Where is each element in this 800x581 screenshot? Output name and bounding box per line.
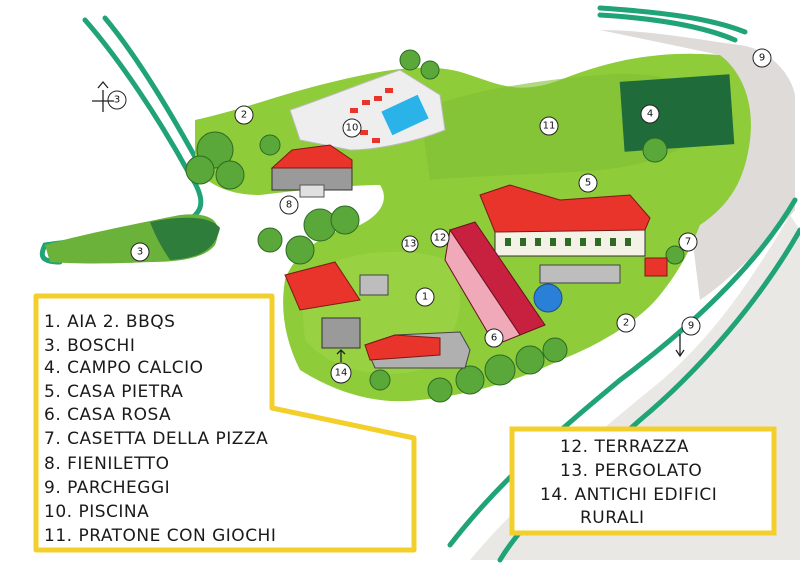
marker-13: 13 (401, 235, 419, 253)
farmhouse-top-left (270, 144, 353, 191)
svg-text:2: 2 (241, 110, 247, 121)
marker-2-bottom: 2 (616, 313, 636, 333)
boschi-woods-dark (150, 217, 220, 260)
legend-line: 7. CASETTA DELLA PIZZA (44, 429, 268, 449)
svg-text:9: 9 (759, 53, 765, 64)
fieniletto (299, 184, 325, 198)
marker-9-top: 9 (752, 48, 772, 68)
casa-pietra (479, 184, 651, 284)
legend-right: 12. TERRAZZA 13. PERGOLATO 14. ANTICHI E… (540, 437, 717, 528)
casa-rosa (444, 221, 546, 346)
marker-9-right: 9 (681, 316, 701, 336)
svg-text:2: 2 (623, 318, 629, 329)
svg-text:3: 3 (114, 95, 120, 106)
marker-12: 12 (430, 228, 450, 248)
marker-10: 10 (342, 118, 362, 138)
markers: 3 2 10 11 4 9 5 8 (107, 48, 772, 384)
marker-3-bottom: 3 (130, 242, 150, 262)
svg-text:3: 3 (137, 247, 143, 258)
legend-line: RURALI (580, 508, 645, 528)
marker-14: 14 (330, 362, 352, 384)
legend-line: 4. CAMPO CALCIO (44, 358, 204, 378)
pool-terrace (289, 69, 446, 151)
svg-text:9: 9 (688, 321, 694, 332)
svg-text:10: 10 (346, 123, 359, 134)
svg-text:14: 14 (335, 368, 348, 379)
svg-text:13: 13 (404, 239, 417, 250)
legend-line: 11. PRATONE CON GIOCHI (44, 526, 276, 546)
marker-7: 7 (678, 232, 698, 252)
blue-tree (533, 283, 563, 313)
svg-text:7: 7 (685, 237, 691, 248)
trees (185, 49, 685, 403)
svg-text:1: 1 (422, 292, 428, 303)
legend-line: 3. BOSCHI (44, 336, 135, 356)
svg-text:12: 12 (434, 233, 447, 244)
svg-text:5: 5 (585, 178, 591, 189)
marker-3-top: 3 (107, 90, 127, 110)
svg-text:8: 8 (286, 200, 292, 211)
marker-5: 5 (578, 173, 598, 193)
sunbeds (350, 88, 393, 143)
legend-line: 12. TERRAZZA (560, 437, 689, 457)
legend-line: 9. PARCHEGGI (44, 478, 170, 498)
legend-line: 14. ANTICHI EDIFICI (540, 485, 717, 505)
legend-left: 1. AIA 2. BBQS 3. BOSCHI 4. CAMPO CALCIO… (44, 312, 276, 546)
marker-6: 6 (484, 328, 504, 348)
svg-text:6: 6 (491, 333, 497, 344)
marker-8: 8 (279, 195, 299, 215)
legend-line: 8. FIENILETTO (44, 454, 169, 474)
marker-11: 11 (539, 116, 559, 136)
legend-line: 1. AIA 2. BBQS (44, 312, 175, 332)
pool (381, 94, 429, 136)
legend-left-frame (33, 293, 417, 553)
direction-arrows (92, 80, 685, 362)
legend-line: 6. CASA ROSA (44, 405, 171, 425)
legend-line: 10. PISCINA (44, 502, 149, 522)
legend-line: 5. CASA PIETRA (44, 382, 183, 402)
campo-calcio-pitch (619, 74, 735, 152)
marker-1: 1 (415, 287, 435, 307)
antichi-edifici (284, 261, 471, 369)
svg-text:4: 4 (647, 109, 653, 120)
marker-2-top: 2 (234, 105, 254, 125)
legend-line: 13. PERGOLATO (560, 461, 702, 481)
svg-text:11: 11 (543, 121, 556, 132)
road-lines (39, 5, 800, 563)
casetta-pizza (644, 257, 668, 277)
legend-right-frame (509, 426, 777, 536)
marker-4: 4 (640, 104, 660, 124)
